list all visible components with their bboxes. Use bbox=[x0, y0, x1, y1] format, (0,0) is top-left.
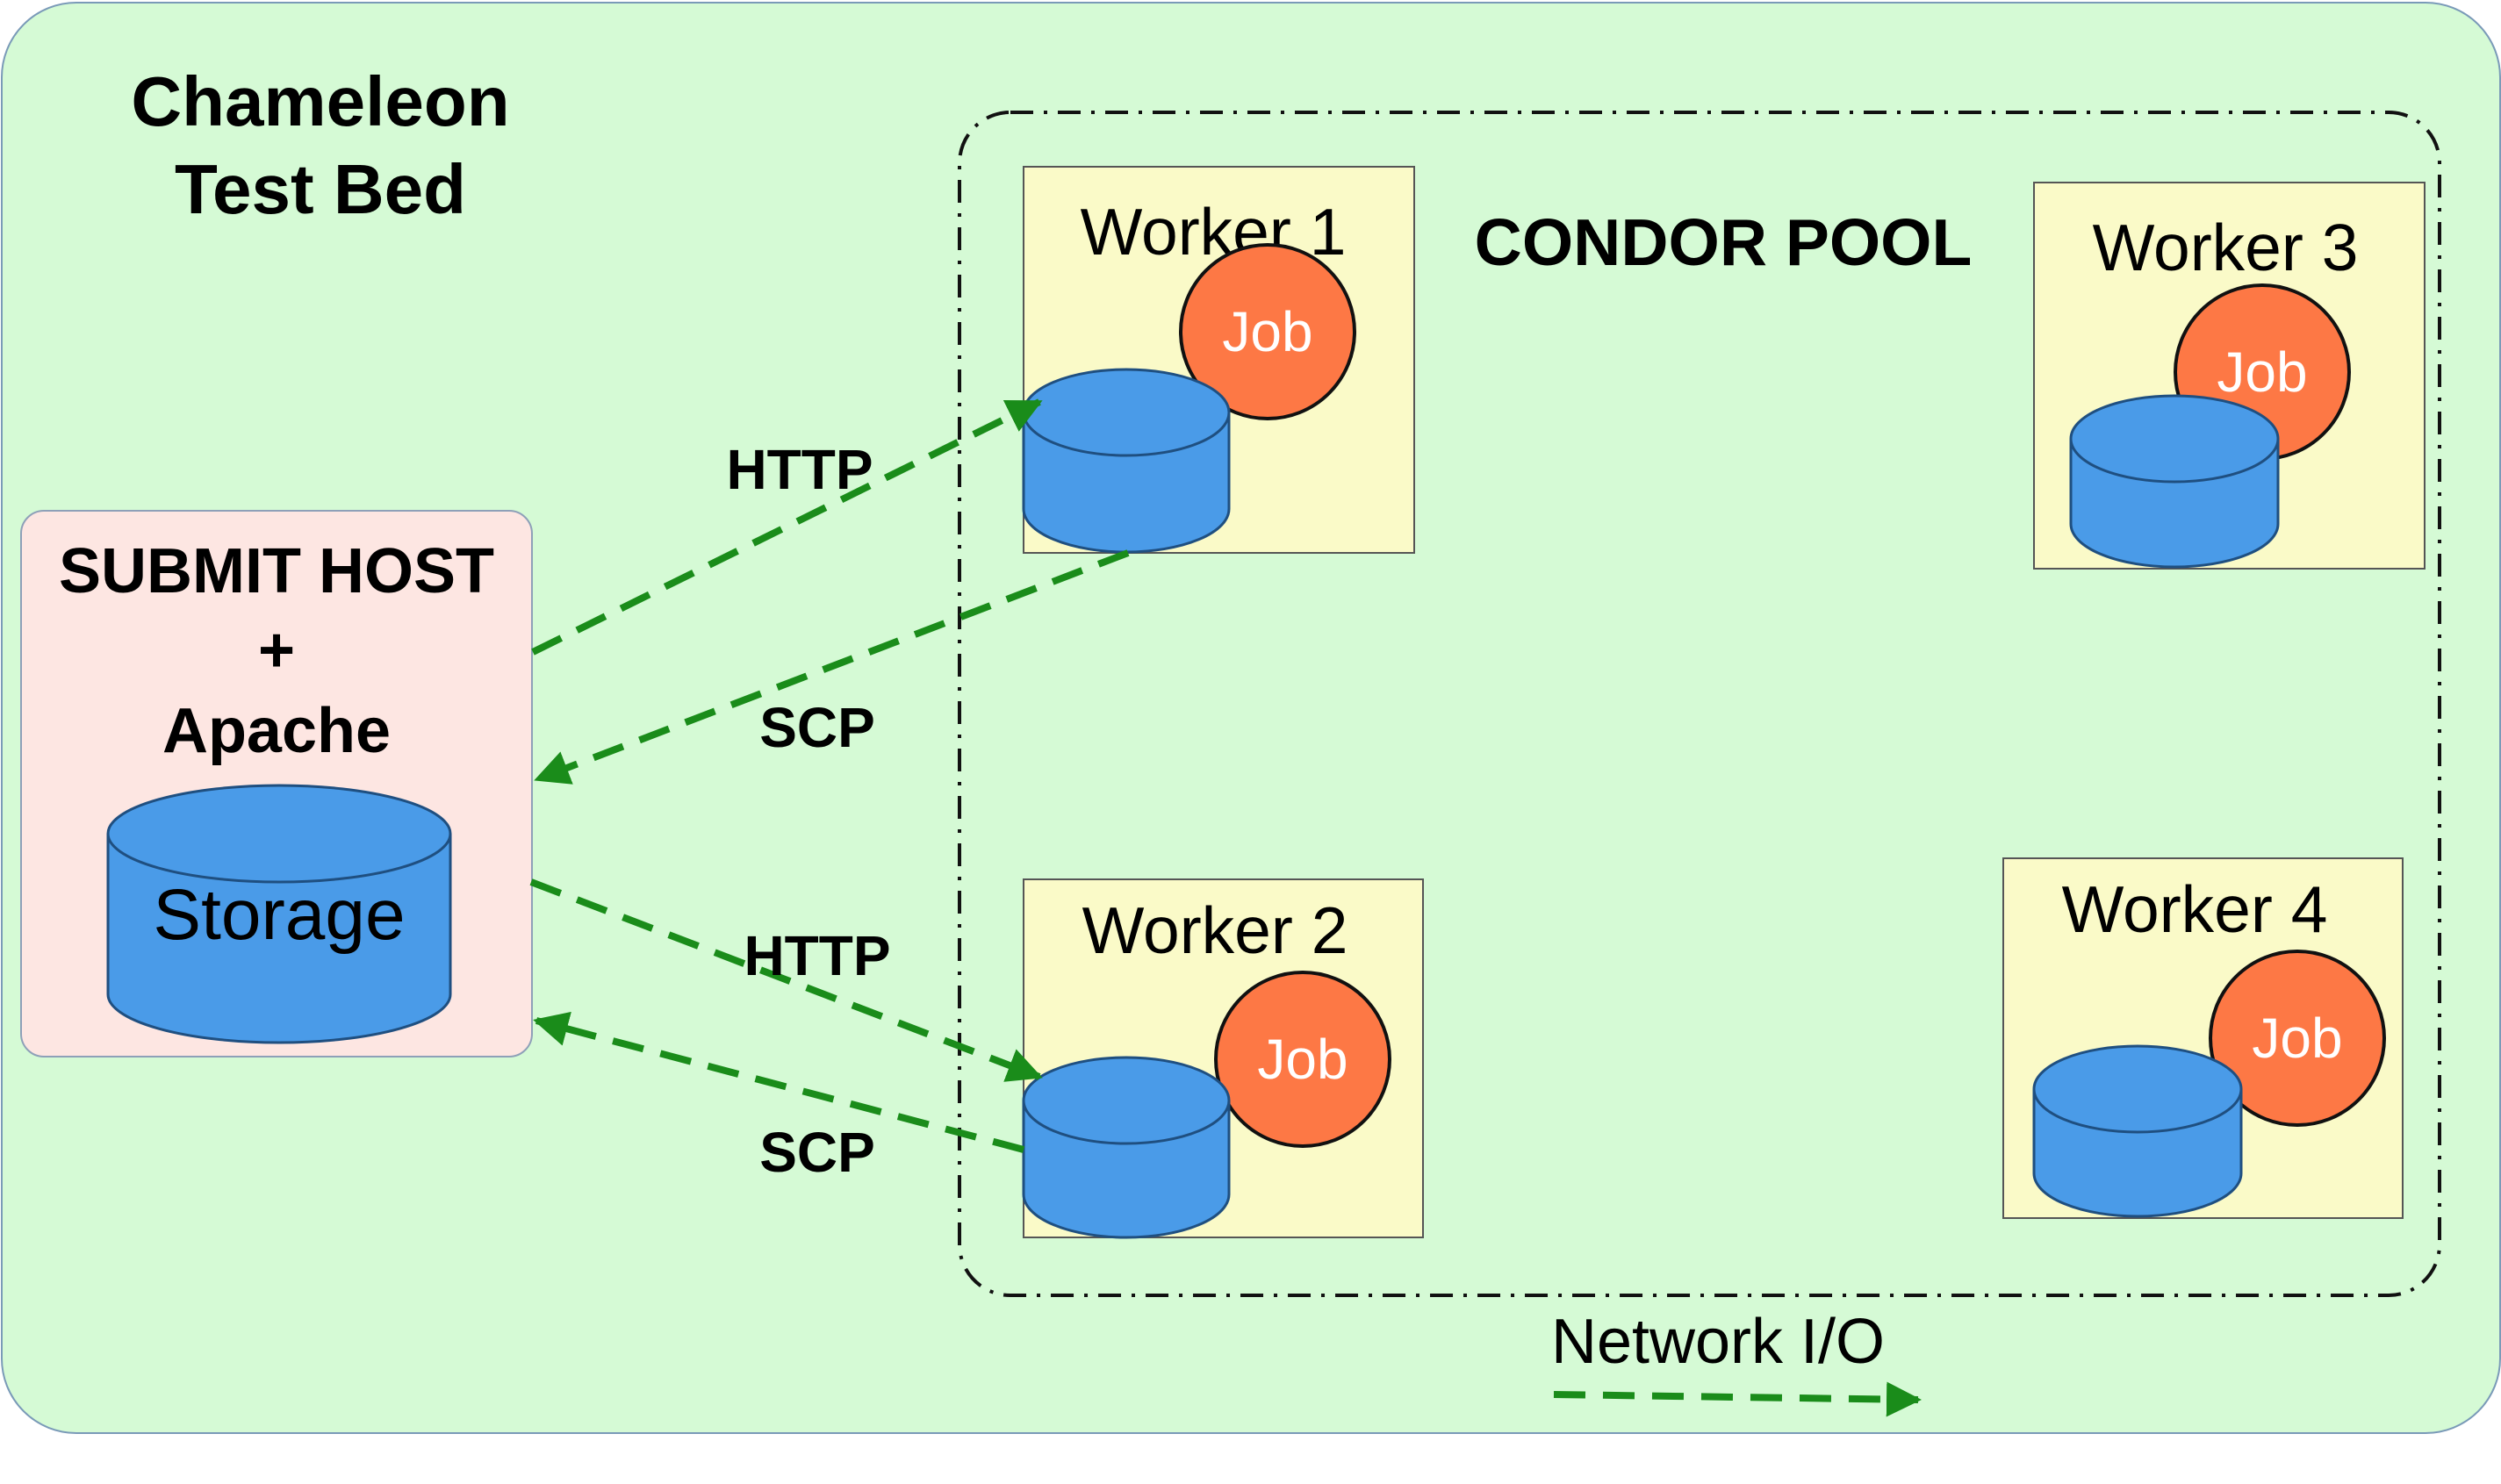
label-http-top: HTTP bbox=[726, 438, 873, 501]
worker-2-job-label: Job bbox=[1257, 1028, 1348, 1091]
submit-storage-label: Storage bbox=[153, 875, 405, 955]
worker-3: Worker 3 Job bbox=[2033, 182, 2426, 570]
worker-2-job: Job bbox=[1214, 971, 1391, 1148]
arrow-scp-from-worker-2 bbox=[533, 1011, 1025, 1153]
arrow-http-to-worker-1 bbox=[531, 398, 1043, 656]
worker-4: Worker 4 Job bbox=[2002, 857, 2404, 1219]
testbed-region bbox=[1, 2, 2501, 1434]
condor-pool-boundary bbox=[958, 111, 2441, 1297]
worker-2-label: Worker 2 bbox=[1082, 893, 1348, 967]
submit-host: SUBMIT HOST + Apache Storage bbox=[20, 510, 533, 1057]
submit-host-plus: + bbox=[258, 615, 295, 685]
arrow-scp-from-worker-1 bbox=[534, 549, 1130, 785]
worker-4-job: Job bbox=[2209, 950, 2386, 1127]
condor-pool-title: CONDOR POOL bbox=[1475, 205, 1973, 279]
submit-storage-cylinder bbox=[106, 784, 452, 1044]
worker-2: Worker 2 Job bbox=[1022, 878, 1424, 1239]
worker-2-storage-cylinder bbox=[1022, 1056, 1231, 1239]
testbed-title-line2: Test Bed bbox=[175, 150, 466, 228]
worker-1-job-label: Job bbox=[1222, 300, 1312, 363]
legend-label: Network I/O bbox=[1551, 1307, 1885, 1377]
worker-3-label: Worker 3 bbox=[2093, 211, 2359, 284]
worker-1-storage-cylinder bbox=[1022, 368, 1231, 554]
submit-host-title: SUBMIT HOST bbox=[59, 536, 494, 606]
label-scp-bottom: SCP bbox=[759, 1121, 875, 1184]
worker-1: Worker 1 Job bbox=[1022, 166, 1415, 554]
worker-4-job-label: Job bbox=[2252, 1007, 2342, 1070]
network-arrows bbox=[529, 398, 1922, 1417]
legend-arrow bbox=[1553, 1381, 1922, 1417]
worker-3-job-label: Job bbox=[2217, 341, 2307, 404]
worker-4-storage-cylinder bbox=[2032, 1044, 2243, 1218]
label-scp-top: SCP bbox=[759, 696, 875, 759]
worker-4-label: Worker 4 bbox=[2062, 872, 2328, 946]
worker-1-job: Job bbox=[1179, 243, 1356, 420]
arrow-http-to-worker-2 bbox=[529, 878, 1043, 1082]
label-http-bottom: HTTP bbox=[744, 924, 890, 987]
testbed-title-line1: Chameleon bbox=[131, 62, 509, 140]
worker-3-storage-cylinder bbox=[2069, 394, 2280, 569]
submit-host-apache: Apache bbox=[162, 696, 391, 766]
